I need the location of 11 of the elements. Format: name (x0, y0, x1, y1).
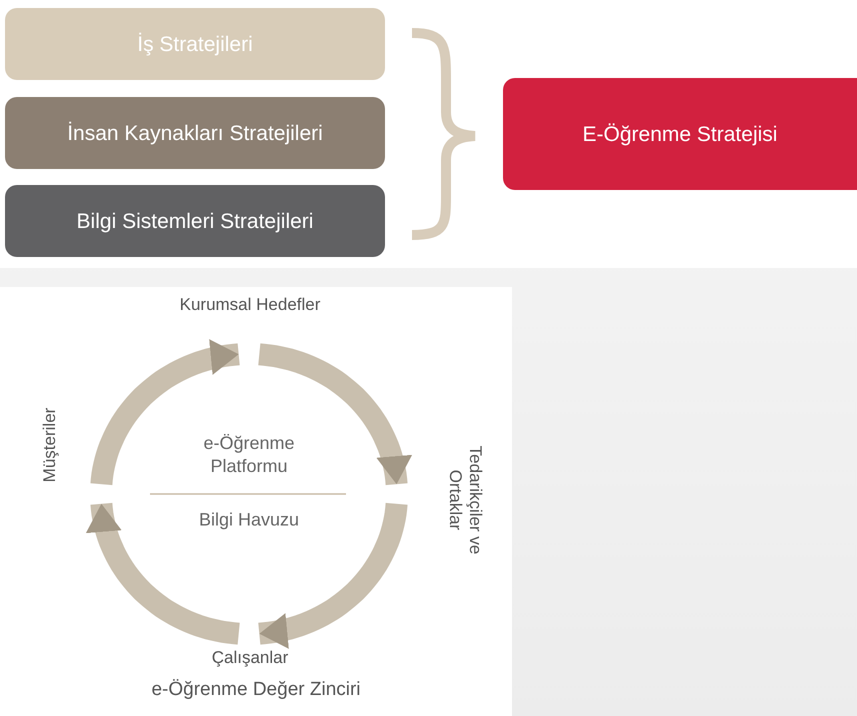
strategy-box: Bilgi Sistemleri Stratejileri (5, 185, 385, 257)
platform-label: e-Öğrenme Platformu (202, 432, 296, 478)
platform-label: Bilgi Havuzu (198, 508, 300, 532)
diagram-caption: e-Öğrenme Değer Zinciri (151, 679, 361, 701)
stage-label: Çalışanlar (212, 648, 288, 668)
stage-label: Tedarikçiler ve Ortaklar (445, 425, 485, 575)
strategy-box: E-Öğrenme Stratejisi (503, 78, 857, 190)
strategy-box: İş Stratejileri (5, 8, 385, 80)
stage-label: Kurumsal Hedefler (180, 295, 320, 315)
stage-label: Müşteriler (40, 370, 60, 520)
strategy-box: İnsan Kaynakları Stratejileri (5, 97, 385, 169)
